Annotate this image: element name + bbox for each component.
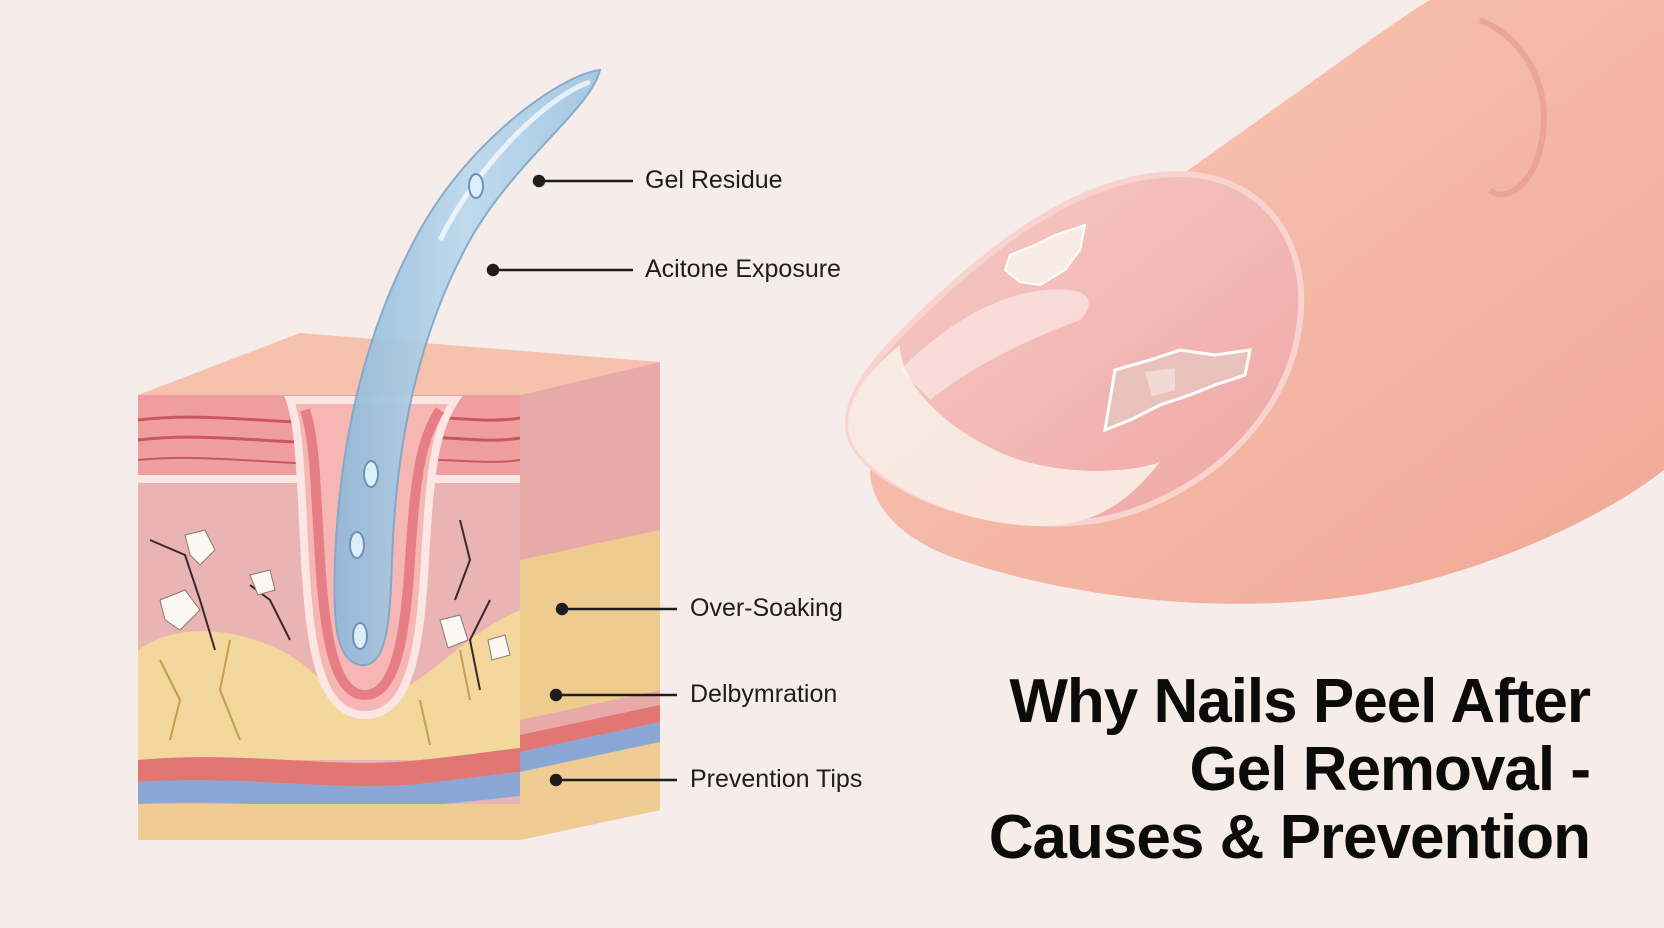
- callout-leaders: [486, 174, 677, 787]
- callout-gel-residue: Gel Residue: [645, 166, 783, 194]
- gel-droplet: [352, 622, 368, 650]
- peeling-flake: [1003, 223, 1087, 287]
- callout-over-soaking: Over-Soaking: [690, 594, 843, 622]
- callout-dehydration: Delbymration: [690, 680, 838, 708]
- title-line-1: Why Nails Peel After: [1009, 667, 1591, 736]
- callout-prevention-tips: Prevention Tips: [690, 765, 863, 793]
- callout-acetone-exposure: Acitone Exposure: [645, 255, 841, 283]
- nail-free-edge: [848, 345, 1160, 526]
- gel-droplet: [363, 460, 379, 488]
- title-line-2: Gel Removal -: [1189, 735, 1591, 804]
- finger-illustration: [845, 0, 1664, 604]
- gel-droplet: [349, 531, 365, 559]
- gel-droplet: [468, 173, 484, 199]
- peeling-flake: [1103, 348, 1252, 433]
- gel-strip: [333, 68, 602, 667]
- page-title: Why Nails Peel After Gel Removal - Cause…: [988, 667, 1591, 872]
- skin-block-side: [520, 362, 660, 840]
- title-line-3: Causes & Prevention: [988, 803, 1591, 872]
